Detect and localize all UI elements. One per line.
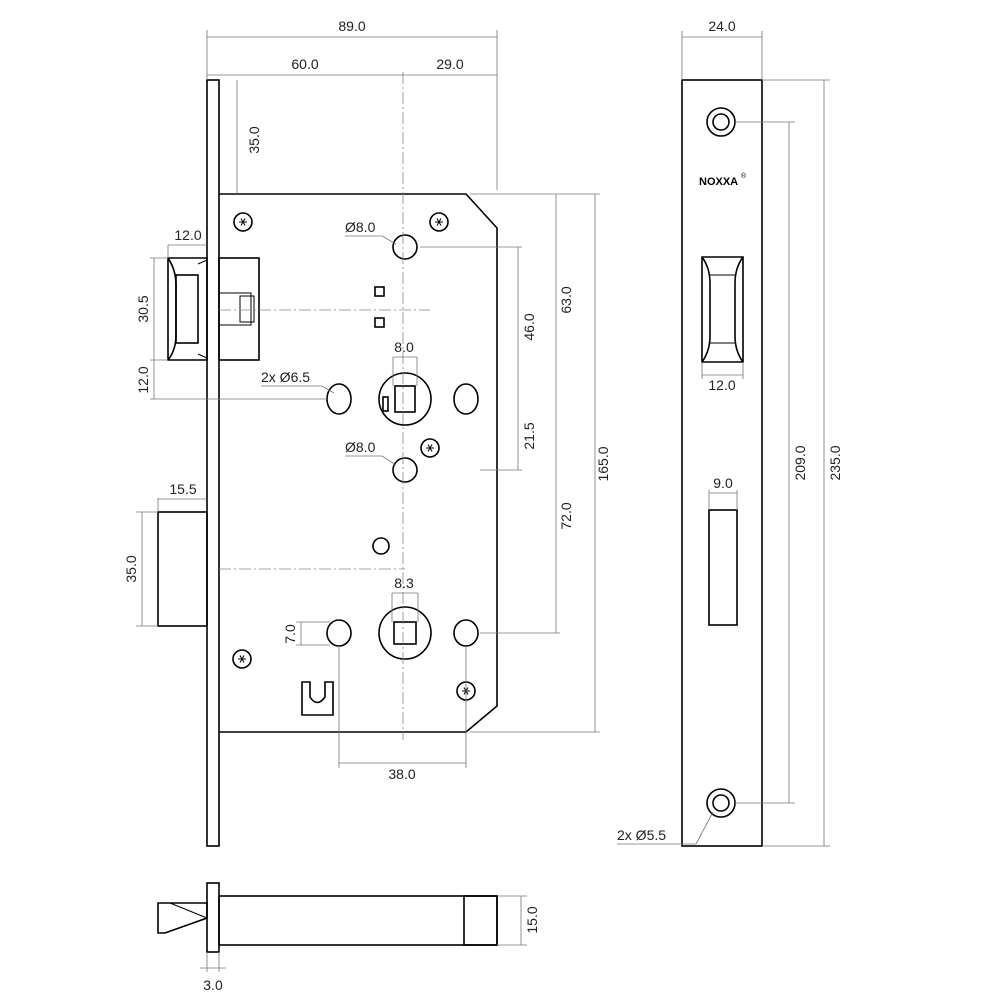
case-screw-bottom-left [232, 649, 252, 669]
dim-faceplate-thickness: 3.0 [203, 977, 223, 993]
side-latch [157, 902, 208, 934]
dim-faceplate-bolt-width: 9.0 [713, 475, 733, 491]
dim-overall-width: 89.0 [338, 18, 365, 34]
top-hole [392, 234, 418, 260]
follower-lower [378, 606, 432, 660]
dim-spindle-top: 8.0 [394, 339, 414, 355]
dim-follower-hole-dia: Ø8.0 [345, 219, 376, 235]
dim-lower-slot-height: 7.0 [282, 624, 298, 644]
hole-below-follower [392, 457, 418, 483]
dim-spindle-bottom: 8.3 [394, 575, 414, 591]
faceplate-view: NOXXA ® [681, 79, 763, 847]
faceplate-screw-hole-top [706, 107, 736, 137]
dim-screw-holes-dia: 2x Ø5.5 [617, 827, 666, 843]
dim-centre-distance: 72.0 [558, 502, 574, 529]
dim-holes-top-dist: 46.0 [521, 313, 537, 340]
dead-bolt [157, 511, 208, 627]
dim-case-height: 165.0 [595, 446, 611, 481]
fixing-hole-left [326, 383, 352, 415]
lower-hole-right [453, 619, 479, 647]
faceplate-screw-hole-bottom [706, 788, 736, 818]
dim-depth: 15.0 [524, 906, 540, 933]
side-view [157, 882, 498, 953]
dim-faceplate-height: 235.0 [827, 445, 843, 480]
side-case [218, 895, 498, 946]
follower-upper [378, 372, 432, 426]
faceplate-latch-opening [701, 256, 744, 363]
case-screw-top-left [233, 212, 253, 232]
dim-handle-to-top: 63.0 [558, 286, 574, 313]
faceplate-dimensions: 24.0 12.0 9.0 209.0 235.0 2x Ø5.5 [617, 18, 843, 847]
dim-screw-spacing: 209.0 [792, 445, 808, 480]
dim-hole-below-dia: Ø8.0 [345, 439, 376, 455]
lock-case-outline [219, 193, 498, 733]
case-screw-top-right [429, 212, 449, 232]
dim-hole-below-dist: 21.5 [521, 422, 537, 449]
lower-slot [301, 681, 334, 716]
small-hole [372, 537, 390, 555]
dim-latch-to-follower: 12.0 [135, 366, 151, 393]
dim-top-to-case: 35.0 [246, 126, 262, 153]
lower-hole-left [326, 619, 352, 647]
fixing-hole-right [453, 383, 479, 415]
dim-follower-offset: 29.0 [436, 56, 463, 72]
brand-registered-mark: ® [741, 172, 747, 180]
dim-faceplate-width: 24.0 [708, 18, 735, 34]
dim-fixing-holes-dia: 2x Ø6.5 [261, 369, 310, 385]
faceplate-bolt-opening [708, 509, 738, 626]
dim-backset: 60.0 [291, 56, 318, 72]
dim-bolt-height: 35.0 [123, 555, 139, 582]
dim-faceplate-latch-width: 12.0 [708, 377, 735, 393]
latch-bolt [167, 257, 260, 361]
front-faceplate [206, 79, 220, 847]
side-faceplate [206, 882, 220, 953]
dim-latch-width: 12.0 [174, 227, 201, 243]
case-screw-middle [420, 438, 440, 458]
dim-latch-height: 30.5 [135, 295, 151, 322]
brand-logo: NOXXA [699, 176, 738, 188]
dim-lower-holes-spacing: 38.0 [388, 766, 415, 782]
front-view-dimensions: 89.0 60.0 29.0 35.0 12.0 30.5 12.0 Ø8.0 … [123, 18, 611, 782]
dim-bolt-width: 15.5 [169, 481, 196, 497]
side-view-dimensions: 15.0 3.0 [200, 895, 540, 993]
lock-body-front-view [157, 72, 498, 847]
faceplate-outline [681, 79, 763, 847]
